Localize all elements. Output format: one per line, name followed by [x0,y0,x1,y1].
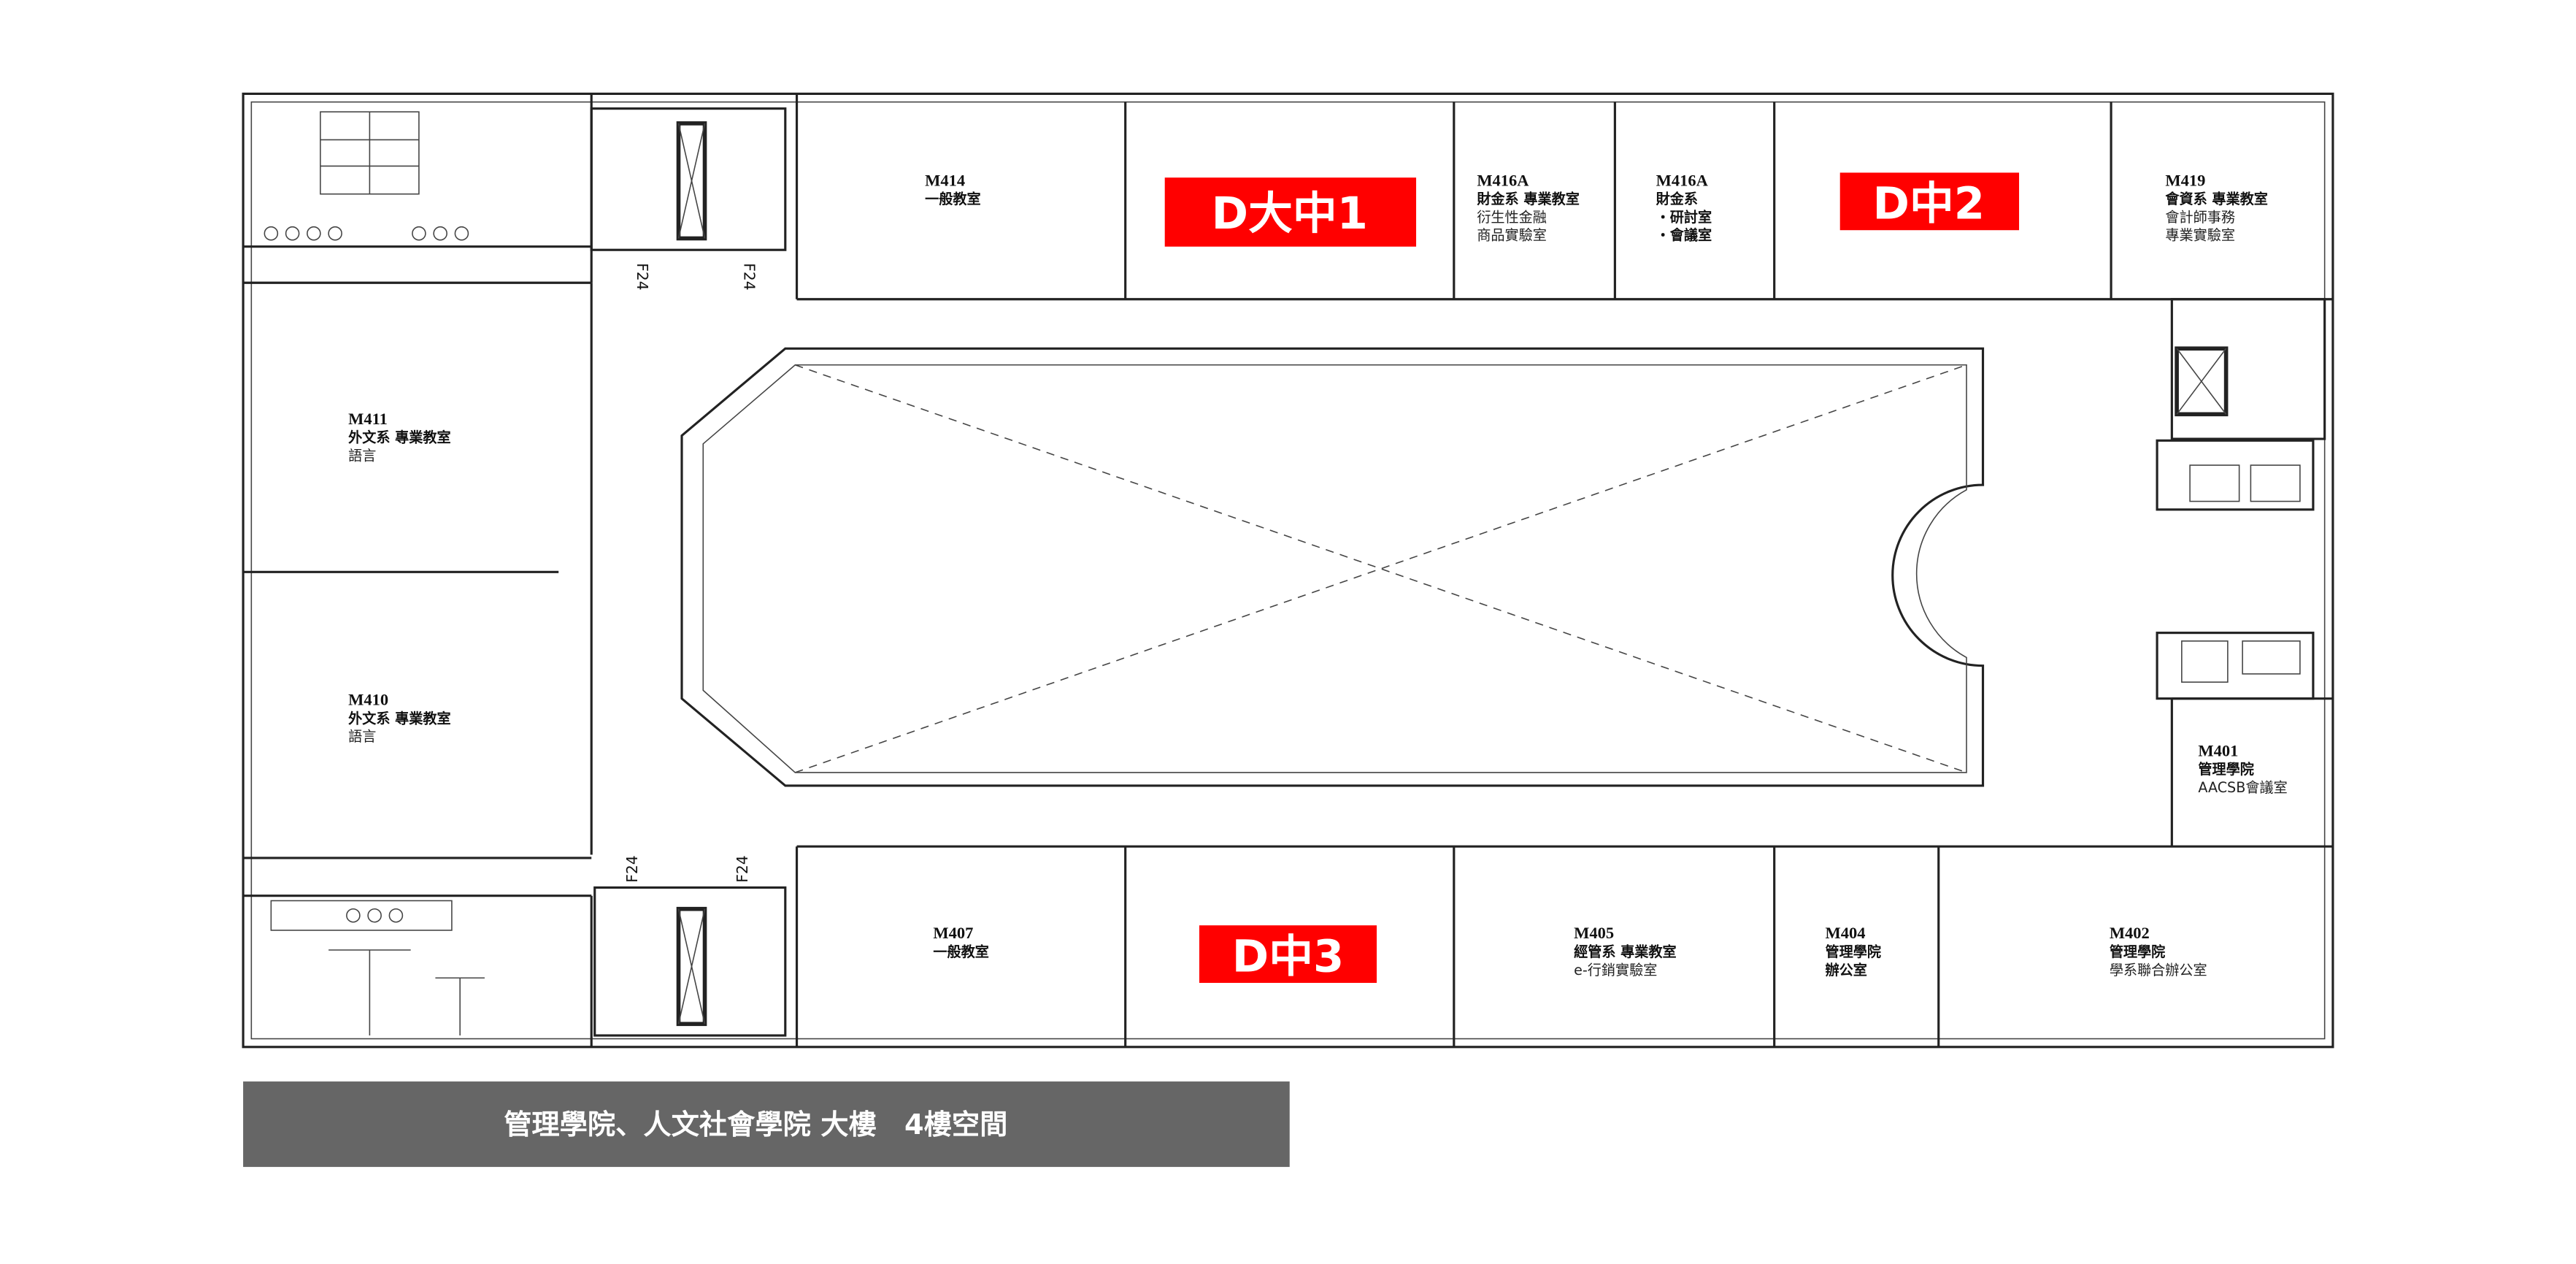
svg-text:商品實驗室: 商品實驗室 [1477,227,1547,244]
stair-label: F24 [623,855,641,882]
stairs-bottom-left [676,906,707,1027]
svg-text:M414: M414 [925,171,965,189]
room-m414: M414 一般教室 [925,171,981,207]
restroom-bottom [270,900,485,1036]
svg-text:專業實驗室: 專業實驗室 [2165,227,2235,244]
svg-text:外文系 專業教室: 外文系 專業教室 [348,429,451,446]
right-core [2156,298,2333,847]
tag-d-medium-3: D中3 [1199,925,1377,984]
svg-text:M404: M404 [1825,924,1865,942]
svg-text:M410: M410 [348,691,388,709]
svg-text:管理學院: 管理學院 [2110,943,2166,960]
svg-text:管理學院: 管理學院 [1825,943,1881,960]
building-outline [242,92,2334,1049]
svg-text:・會議室: ・會議室 [1656,227,1712,244]
room-m407: M407 一般教室 [933,924,988,960]
stair-label: F24 [734,855,751,882]
svg-text:管理學院、人文社會學院 大樓 4樓空間: 管理學院、人文社會學院 大樓 4樓空間 [504,1108,1007,1141]
stair-label: F24 [741,263,758,290]
svg-text:M416A: M416A [1477,171,1529,189]
svg-text:・研討室: ・研討室 [1656,209,1712,226]
svg-text:經管系 專業教室: 經管系 專業教室 [1574,943,1677,960]
svg-text:辦公室: 辦公室 [1825,962,1866,978]
stair-label: F24 [634,263,651,290]
room-m401: M401 管理學院 AACSB會議室 [2198,741,2287,796]
room-m410: M410 外文系 專業教室 語言 [348,691,451,746]
svg-text:會計師事務: 會計師事務 [2165,209,2235,226]
room-m405: M405 經管系 專業教室 e-行銷實驗室 [1574,924,1677,978]
svg-text:M407: M407 [933,924,973,942]
svg-text:一般教室: 一般教室 [925,191,981,207]
svg-text:語言: 語言 [348,728,376,745]
svg-text:e-行銷實驗室: e-行銷實驗室 [1574,962,1657,978]
svg-text:D中3: D中3 [1232,931,1344,982]
room-m419: M419 會資系 專業教室 會計師事務 專業實驗室 [2165,171,2268,243]
svg-text:財金系: 財金系 [1656,191,1698,207]
svg-text:外文系 專業教室: 外文系 專業教室 [348,710,451,727]
room-m404: M404 管理學院 辦公室 [1825,924,1881,978]
top-row-walls [243,93,2333,301]
svg-text:M405: M405 [1574,924,1614,942]
svg-text:一般教室: 一般教室 [933,943,988,960]
svg-text:管理學院: 管理學院 [2198,761,2254,778]
stairs-top-left [676,121,707,241]
room-m416a-meeting: M416A 財金系 ・研討室 ・會議室 [1656,171,1712,243]
tag-d-medium-2: D中2 [1839,172,2020,231]
left-walls [243,281,593,1047]
bottom-row-walls [593,845,2333,1047]
svg-text:財金系 專業教室: 財金系 專業教室 [1476,191,1580,207]
tag-d-large-1: D大中1 [1164,177,1417,247]
room-m411: M411 外文系 專業教室 語言 [348,410,451,464]
svg-text:D中2: D中2 [1873,178,1985,229]
restroom-top [264,111,469,241]
svg-text:語言: 語言 [348,447,376,464]
room-m416a-lab: M416A 財金系 專業教室 衍生性金融 商品實驗室 [1476,171,1580,243]
atrium-void [680,347,1985,787]
svg-text:M402: M402 [2110,924,2150,942]
room-m402: M402 管理學院 學系聯合辦公室 [2110,924,2207,978]
svg-text:AACSB會議室: AACSB會議室 [2198,779,2287,796]
svg-text:學系聯合辦公室: 學系聯合辦公室 [2110,962,2207,978]
svg-text:會資系 專業教室: 會資系 專業教室 [2165,191,2268,207]
svg-text:M419: M419 [2165,171,2205,189]
svg-text:M411: M411 [348,410,388,428]
svg-text:衍生性金融: 衍生性金融 [1477,209,1547,226]
svg-text:D大中1: D大中1 [1212,188,1368,240]
svg-text:M401: M401 [2198,741,2238,759]
floor-caption: 管理學院、人文社會學院 大樓 4樓空間 [243,1081,1290,1168]
svg-text:M416A: M416A [1656,171,1709,189]
